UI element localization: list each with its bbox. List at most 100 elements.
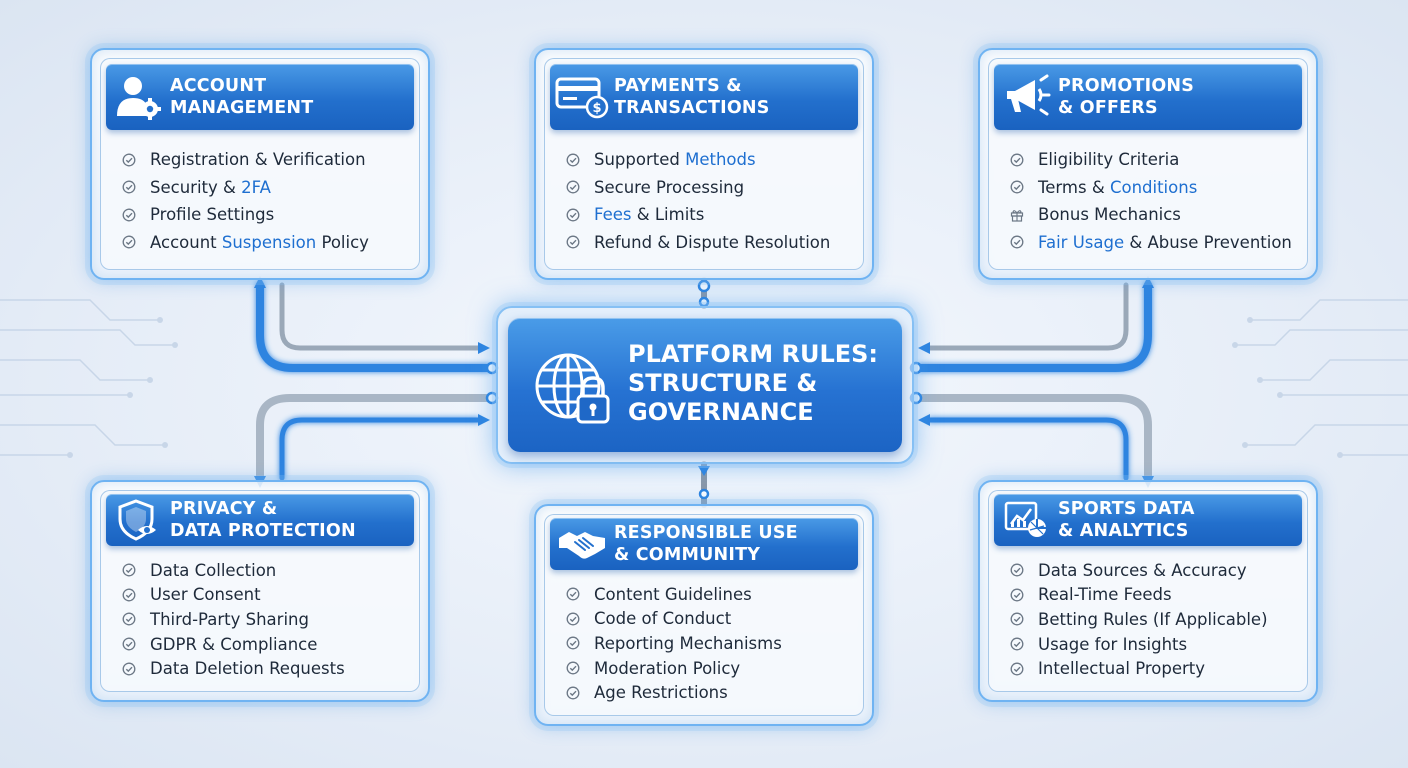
connector-sports-inner	[927, 417, 1129, 481]
check-circle-icon	[1010, 563, 1024, 577]
list-item: Profile Settings	[122, 201, 416, 229]
card-header: PROMOTIONS& OFFERS	[994, 64, 1302, 130]
gift-icon	[1010, 209, 1024, 222]
text-segment: Profile Settings	[150, 205, 275, 225]
connector-account-outer	[256, 281, 492, 372]
megaphone-icon	[994, 64, 1058, 130]
text-segment: Reporting Mechanisms	[594, 633, 782, 653]
text-segment: & Abuse Prevention	[1124, 232, 1292, 252]
list-item-label: Moderation Policy	[594, 659, 740, 678]
text-segment: Betting Rules (If Applicable)	[1038, 609, 1268, 629]
list-item: User Consent	[122, 583, 416, 608]
list-item-label: Fees & Limits	[594, 205, 704, 224]
list-item: Data Sources & Accuracy	[1010, 558, 1304, 583]
card-sports-data-analytics: SPORTS DATA& ANALYTICS Data Sources & Ac…	[978, 480, 1318, 702]
highlighted-term: Suspension	[221, 232, 317, 252]
list-item: Bonus Mechanics	[1010, 201, 1304, 229]
check-circle-icon	[122, 235, 136, 249]
check-circle-icon	[566, 153, 580, 167]
highlighted-term: 2FA	[241, 177, 271, 197]
text-segment: Secure Processing	[594, 177, 745, 197]
list-item-label: Account Suspension Policy	[150, 233, 369, 252]
list-item: Betting Rules (If Applicable)	[1010, 607, 1304, 632]
list-item: Third-Party Sharing	[122, 607, 416, 632]
list-item: Terms & Conditions	[1010, 174, 1304, 202]
list-item-label: Data Collection	[150, 561, 276, 580]
list-item-label: GDPR & Compliance	[150, 635, 317, 654]
check-circle-icon	[566, 612, 580, 626]
text-segment: Eligibility Criteria	[1038, 150, 1180, 170]
list-item: Usage for Insights	[1010, 632, 1304, 657]
card-responsible-use-community: RESPONSIBLE USE& COMMUNITY Content Guide…	[534, 504, 874, 726]
list-item-label: Terms & Conditions	[1038, 178, 1197, 197]
list-item: Real-Time Feeds	[1010, 583, 1304, 608]
text-segment: Usage for Insights	[1038, 634, 1188, 654]
text-segment: Intellectual Property	[1038, 659, 1206, 679]
center-hub: PLATFORM RULES: STRUCTURE & GOVERNANCE	[496, 306, 914, 464]
card-header: $ PAYMENTS &TRANSACTIONS	[550, 64, 858, 130]
check-circle-icon	[122, 588, 136, 602]
list-item: Intellectual Property	[1010, 656, 1304, 681]
list-item: GDPR & Compliance	[122, 632, 416, 657]
list-item-label: Real-Time Feeds	[1038, 585, 1172, 604]
list-item-label: Third-Party Sharing	[150, 610, 309, 629]
list-item: Code of Conduct	[566, 607, 860, 632]
list-item: Registration & Verification	[122, 146, 416, 174]
list-item-label: Betting Rules (If Applicable)	[1038, 610, 1268, 629]
text-segment: Account	[150, 232, 222, 252]
card-header: RESPONSIBLE USE& COMMUNITY	[550, 518, 858, 570]
shield-eye-icon	[106, 494, 170, 546]
card-title: PROMOTIONS& OFFERS	[1058, 76, 1195, 118]
text-segment: Moderation Policy	[594, 658, 741, 678]
list-item: Eligibility Criteria	[1010, 146, 1304, 174]
check-circle-icon	[122, 637, 136, 651]
svg-text:$: $	[592, 101, 601, 116]
connector-sports-outer	[916, 394, 1152, 482]
check-circle-icon	[566, 686, 580, 700]
list-item: Account Suspension Policy	[122, 229, 416, 257]
card-title: PAYMENTS &TRANSACTIONS	[614, 76, 770, 118]
list-item-label: Eligibility Criteria	[1038, 150, 1179, 169]
list-item: Content Guidelines	[566, 582, 860, 607]
check-circle-icon	[122, 180, 136, 194]
credit-card-icon: $	[550, 64, 614, 130]
check-circle-icon	[1010, 637, 1024, 651]
check-circle-icon	[122, 208, 136, 222]
text-segment: Real-Time Feeds	[1038, 585, 1172, 605]
check-circle-icon	[566, 637, 580, 650]
connector-promotions-outer	[916, 281, 1152, 372]
check-circle-icon	[566, 180, 580, 194]
list-item: Fees & Limits	[566, 201, 860, 229]
text-segment: GDPR & Compliance	[150, 634, 318, 654]
text-segment: & Limits	[631, 205, 705, 225]
list-item: Data Collection	[122, 558, 416, 583]
list-item-label: Refund & Dispute Resolution	[594, 233, 830, 252]
list-item: Age Restrictions	[566, 680, 860, 705]
check-circle-icon	[1010, 662, 1024, 676]
text-segment: Data Deletion Requests	[150, 659, 345, 679]
check-circle-icon	[1010, 180, 1024, 194]
text-segment: Security &	[150, 177, 242, 197]
list-item-label: Data Sources & Accuracy	[1038, 561, 1247, 580]
list-item-label: Fair Usage & Abuse Prevention	[1038, 233, 1292, 252]
list-item-label: Content Guidelines	[594, 585, 752, 604]
list-item-label: Reporting Mechanisms	[594, 634, 782, 653]
text-segment: Content Guidelines	[594, 584, 752, 604]
list-item: Reporting Mechanisms	[566, 631, 860, 656]
highlighted-term: Fair Usage	[1038, 232, 1125, 252]
connector-promotions-inner	[927, 282, 1129, 351]
card-title: PRIVACY &DATA PROTECTION	[170, 499, 356, 541]
handshake-icon	[550, 518, 614, 570]
analytics-icon	[994, 494, 1058, 546]
text-segment: Age Restrictions	[594, 683, 728, 703]
